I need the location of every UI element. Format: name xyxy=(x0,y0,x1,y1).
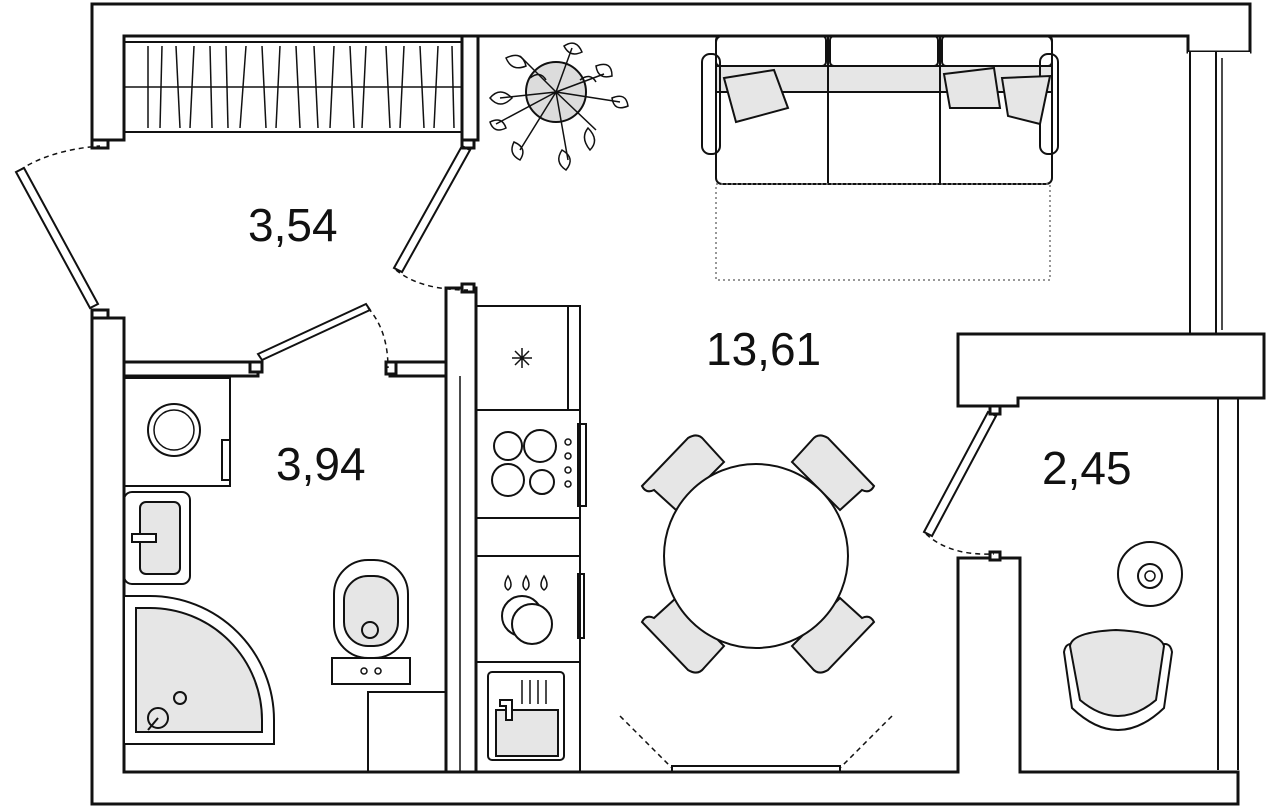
plant-icon xyxy=(489,42,629,171)
room-area-bathroom: 3,94 xyxy=(276,438,366,490)
balcony-door xyxy=(922,410,998,555)
entrance-door xyxy=(14,145,101,310)
sink xyxy=(475,661,581,773)
walls xyxy=(90,2,1266,806)
bathroom-fixtures xyxy=(123,377,447,773)
washing-machine xyxy=(123,377,231,487)
kitchen xyxy=(475,305,587,773)
cabinet xyxy=(367,691,447,773)
side-table xyxy=(1117,541,1183,607)
hallway-door xyxy=(392,144,472,291)
cooktop xyxy=(475,409,587,519)
room-area-hallway: 3,54 xyxy=(248,199,338,251)
fridge xyxy=(475,305,581,411)
shower xyxy=(123,595,275,745)
washbasin xyxy=(123,491,191,585)
dining-table xyxy=(640,434,876,674)
armchair xyxy=(1062,628,1174,731)
toilet xyxy=(331,559,411,685)
window xyxy=(619,715,893,773)
room-area-living-kitchen: 13,61 xyxy=(706,323,821,375)
chair xyxy=(640,434,876,674)
bathroom-door xyxy=(256,302,389,369)
dishwasher xyxy=(475,555,585,663)
balcony-furniture xyxy=(1062,541,1183,731)
room-area-balcony: 2,45 xyxy=(1042,442,1132,494)
wardrobe xyxy=(123,41,463,133)
sofa xyxy=(701,35,1059,281)
